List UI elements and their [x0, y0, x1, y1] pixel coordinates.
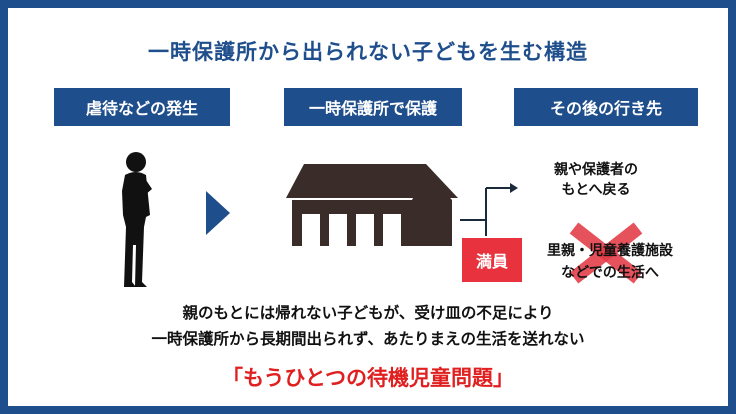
destination-home-line1: 親や保護者の — [554, 162, 638, 178]
stage-protection: 一時保護所で保護 — [284, 88, 462, 126]
branch-arrow-icon — [460, 183, 518, 236]
explanation-line2: 一時保護所から長期間出られず、あたりまえの生活を送れない — [151, 330, 585, 348]
explanation-text: 親のもとには帰れない子どもが、受け皿の不足により 一時保護所から長期間出られず、… — [8, 300, 728, 352]
person-icon — [122, 152, 152, 287]
diagram-title: 一時保護所から出られない子どもを生む構造 — [148, 40, 588, 64]
stage-abuse: 虐待などの発生 — [54, 88, 230, 126]
cross-icon — [569, 222, 643, 284]
destination-home: 親や保護者の もとへ戻る — [508, 160, 684, 200]
building-icon — [286, 164, 458, 246]
stage-destination: その後の行き先 — [514, 88, 698, 126]
full-badge: 満員 — [462, 238, 522, 282]
destination-home-line2: もとへ戻る — [561, 182, 631, 198]
highlight-phrase: 「もうひとつの待機児童問題」 — [222, 366, 514, 390]
destination-foster-line2: などでの生活へ — [561, 265, 659, 281]
arrow-right-icon — [206, 191, 230, 235]
destination-foster-line1: 里親・児童養護施設 — [547, 243, 673, 259]
explanation-line1: 親のもとには帰れない子どもが、受け皿の不足により — [182, 304, 554, 322]
destination-foster: 里親・児童養護施設 などでの生活へ — [522, 240, 698, 284]
